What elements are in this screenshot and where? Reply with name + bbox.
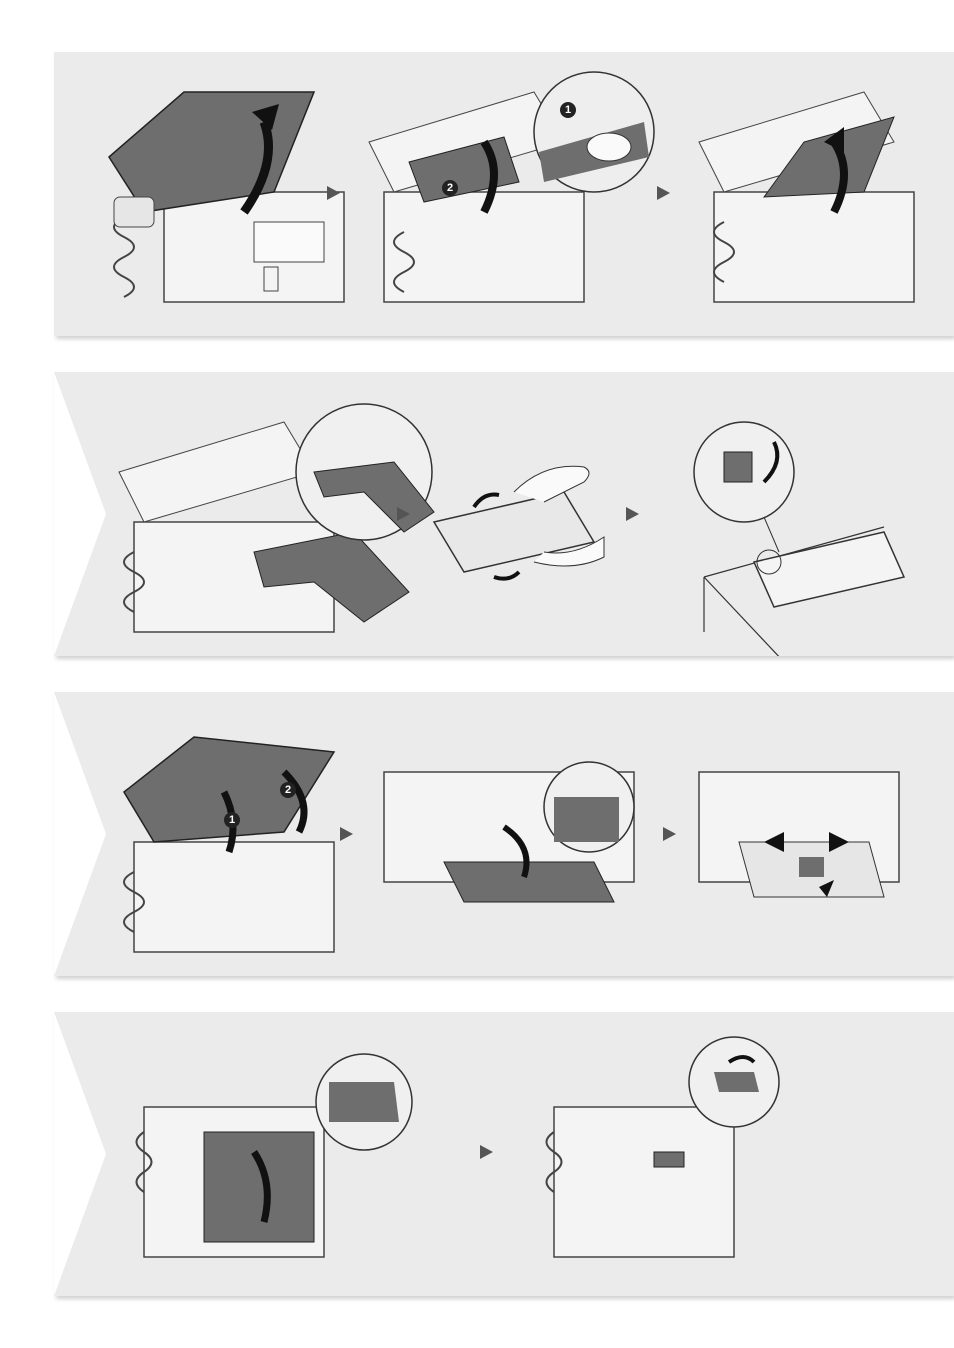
open-tray-illustration (384, 762, 634, 902)
step-arrow-2b (626, 507, 639, 521)
remove-cartridge-illustration (119, 404, 434, 632)
panel-3-illustrations (54, 692, 954, 976)
step-panel-3: 1 2 (54, 692, 954, 976)
step-arrow-4a (480, 1145, 493, 1159)
step-arrow-3b (663, 827, 676, 841)
panel-4-illustrations (54, 1012, 954, 1296)
step-marker-1: 1 (560, 102, 576, 118)
step-panel-4 (54, 1012, 954, 1296)
shake-cartridge-illustration (434, 466, 604, 578)
close-stopper-illustration (547, 1037, 780, 1257)
step-panel-1: 1 2 (54, 52, 954, 336)
printer-inner-cover-illustration (369, 72, 654, 302)
step-panel-2 (54, 372, 954, 656)
panel-2-illustrations (54, 372, 954, 656)
panel-1-illustrations (54, 52, 954, 336)
step-arrow-1b (657, 186, 670, 200)
printer-lift-cover-illustration (699, 92, 914, 302)
printer-scanner-open-illustration (109, 92, 344, 302)
step-marker-1: 1 (224, 812, 240, 828)
step-marker-2: 2 (442, 180, 458, 196)
pull-seal-illustration (694, 422, 904, 656)
chevron-notch (54, 692, 106, 976)
close-scanner-illustration (124, 737, 334, 952)
chevron-notch (54, 1012, 106, 1296)
step-arrow-3a (340, 827, 353, 841)
adjust-guides-illustration (699, 772, 899, 897)
chevron-notch (54, 372, 106, 656)
step-marker-2: 2 (280, 782, 296, 798)
close-tray-illustration (137, 1054, 413, 1257)
